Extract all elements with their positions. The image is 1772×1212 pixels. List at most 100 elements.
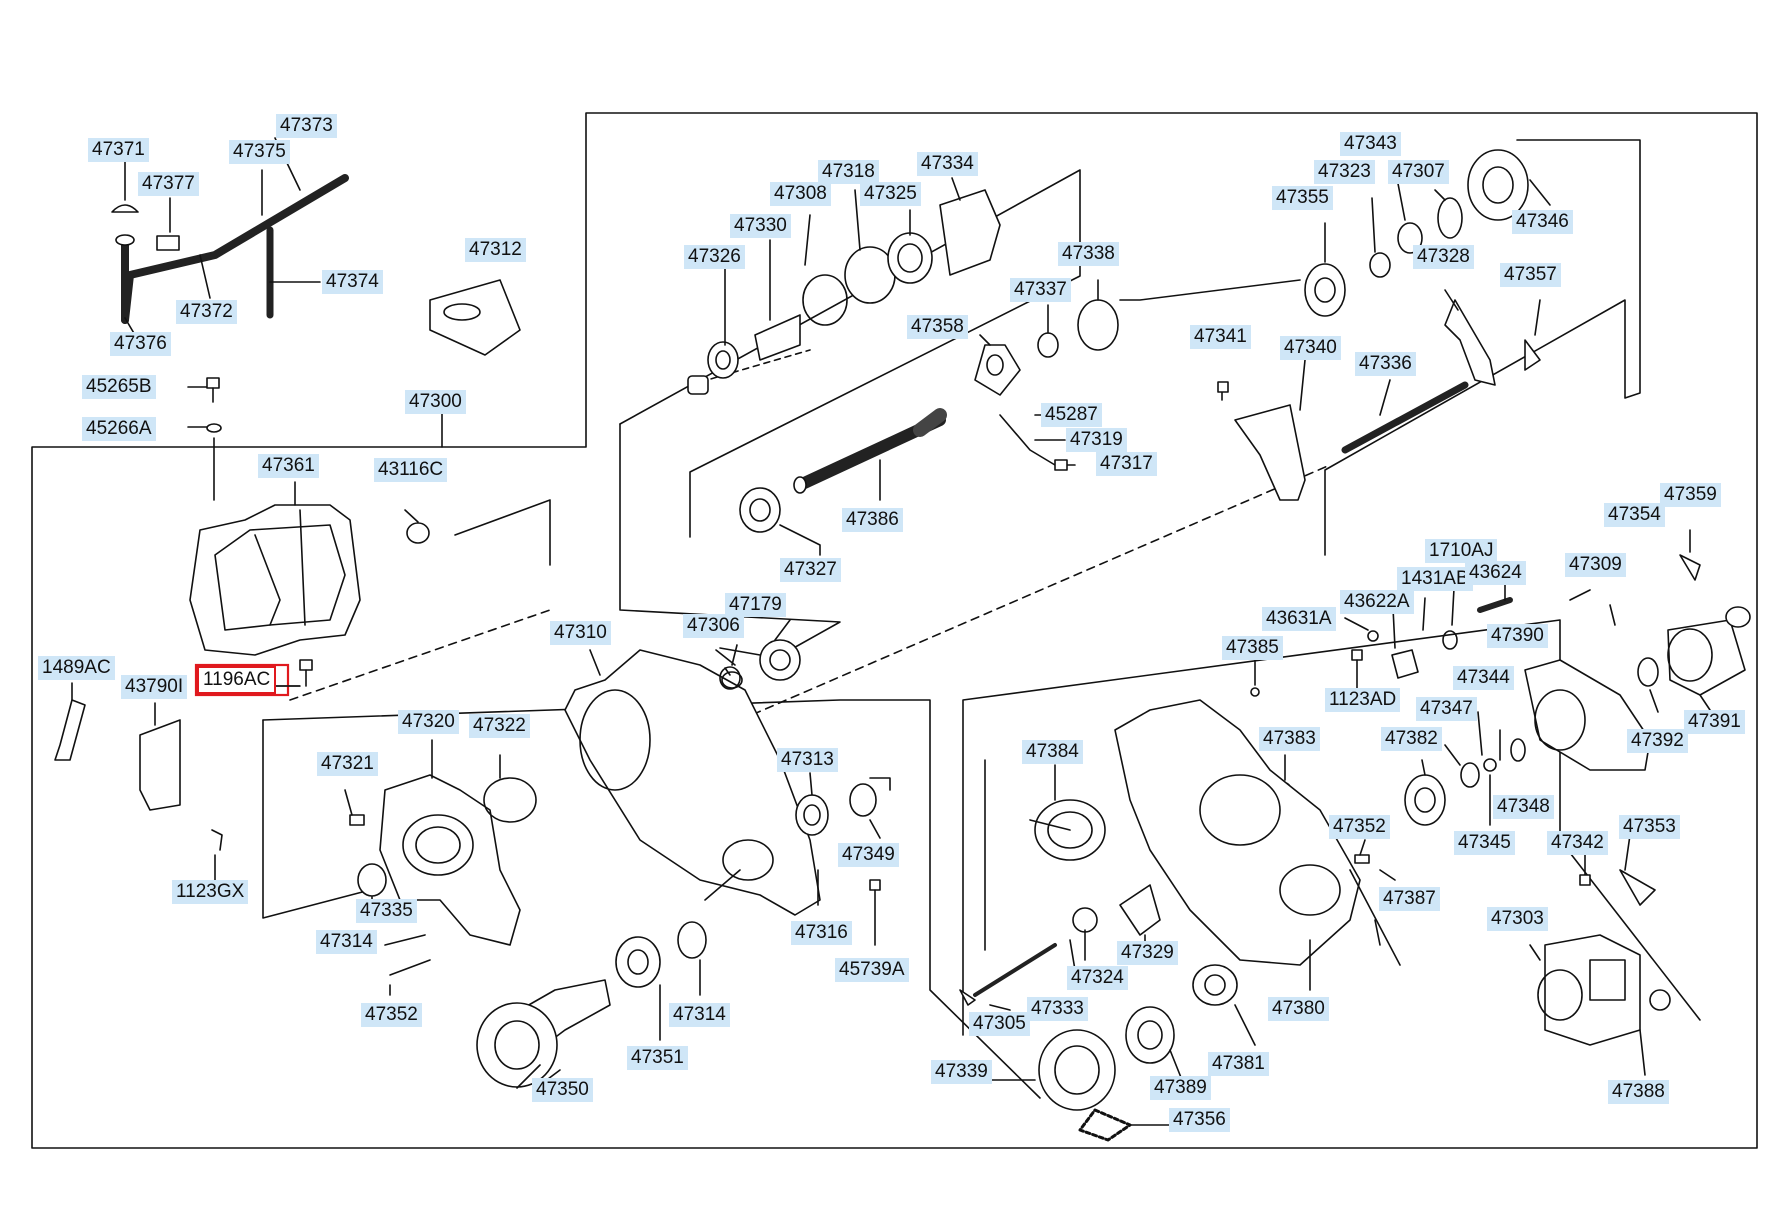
part-label-47303[interactable]: 47303 xyxy=(1487,907,1548,931)
part-label-47384[interactable]: 47384 xyxy=(1022,740,1083,764)
part-label-47344[interactable]: 47344 xyxy=(1453,666,1514,690)
part-label-47349[interactable]: 47349 xyxy=(838,843,899,867)
part-label-45287[interactable]: 45287 xyxy=(1041,403,1102,427)
part-label-47354[interactable]: 47354 xyxy=(1604,503,1665,527)
part-label-47323[interactable]: 47323 xyxy=(1314,160,1375,184)
highlight-box-1196ac xyxy=(194,663,290,697)
part-label-47320[interactable]: 47320 xyxy=(398,710,459,734)
part-label-47376[interactable]: 47376 xyxy=(110,332,171,356)
part-label-47328[interactable]: 47328 xyxy=(1413,245,1474,269)
part-label-47305[interactable]: 47305 xyxy=(969,1012,1030,1036)
part-label-1123ad[interactable]: 1123AD xyxy=(1325,688,1401,712)
part-label-43622a[interactable]: 43622A xyxy=(1340,590,1414,614)
part-label-47352-right[interactable]: 47352 xyxy=(1329,815,1390,839)
group-frame-fork xyxy=(1324,139,1641,556)
part-label-47391[interactable]: 47391 xyxy=(1684,710,1745,734)
part-label-47390[interactable]: 47390 xyxy=(1487,624,1548,648)
part-label-47341[interactable]: 47341 xyxy=(1190,325,1251,349)
part-label-47392[interactable]: 47392 xyxy=(1627,729,1688,753)
part-label-47339[interactable]: 47339 xyxy=(931,1060,992,1084)
part-label-47356[interactable]: 47356 xyxy=(1169,1108,1230,1132)
part-label-1489ac[interactable]: 1489AC xyxy=(38,656,115,680)
part-label-47314-left[interactable]: 47314 xyxy=(316,930,377,954)
part-label-47374[interactable]: 47374 xyxy=(322,270,383,294)
part-label-47351[interactable]: 47351 xyxy=(627,1046,688,1070)
part-label-47330[interactable]: 47330 xyxy=(730,214,791,238)
part-label-47342[interactable]: 47342 xyxy=(1547,831,1608,855)
part-label-1196ac[interactable]: 1196AC xyxy=(196,666,277,694)
part-label-437901[interactable]: 43790I xyxy=(121,675,188,699)
part-label-47348[interactable]: 47348 xyxy=(1493,795,1554,819)
part-label-47352-left[interactable]: 47352 xyxy=(361,1003,422,1027)
part-label-1123gx[interactable]: 1123GX xyxy=(172,880,249,904)
part-label-47326[interactable]: 47326 xyxy=(684,245,745,269)
part-label-47325[interactable]: 47325 xyxy=(860,182,921,206)
group-frame-right-3 xyxy=(1559,839,1701,1021)
part-label-47329[interactable]: 47329 xyxy=(1117,941,1178,965)
part-label-1710aj[interactable]: 1710AJ xyxy=(1425,539,1498,563)
separator-3 xyxy=(454,499,551,566)
part-label-47359[interactable]: 47359 xyxy=(1660,483,1721,507)
part-label-47319[interactable]: 47319 xyxy=(1066,428,1127,452)
part-label-1431ab[interactable]: 1431AB xyxy=(1397,567,1473,591)
part-label-47380[interactable]: 47380 xyxy=(1268,997,1329,1021)
part-label-47357[interactable]: 47357 xyxy=(1500,263,1561,287)
part-label-47387[interactable]: 47387 xyxy=(1379,887,1440,911)
part-label-47347[interactable]: 47347 xyxy=(1416,697,1477,721)
part-label-47179[interactable]: 47179 xyxy=(725,593,786,617)
part-label-47309[interactable]: 47309 xyxy=(1565,553,1626,577)
part-label-47318[interactable]: 47318 xyxy=(818,160,879,184)
part-label-47385[interactable]: 47385 xyxy=(1222,636,1283,660)
part-label-43631a[interactable]: 43631A xyxy=(1262,607,1336,631)
part-label-47388[interactable]: 47388 xyxy=(1608,1080,1669,1104)
part-label-47353[interactable]: 47353 xyxy=(1619,815,1680,839)
part-label-47389[interactable]: 47389 xyxy=(1150,1076,1211,1100)
part-label-47345[interactable]: 47345 xyxy=(1454,831,1515,855)
part-label-47313[interactable]: 47313 xyxy=(777,748,838,772)
part-label-47338[interactable]: 47338 xyxy=(1058,242,1119,266)
part-label-47333[interactable]: 47333 xyxy=(1027,997,1088,1021)
part-label-47381[interactable]: 47381 xyxy=(1208,1052,1269,1076)
part-label-47314-mid[interactable]: 47314 xyxy=(669,1003,730,1027)
part-label-47336[interactable]: 47336 xyxy=(1355,352,1416,376)
part-label-47327[interactable]: 47327 xyxy=(780,558,841,582)
part-label-47334[interactable]: 47334 xyxy=(917,152,978,176)
part-label-47306[interactable]: 47306 xyxy=(683,614,744,638)
part-label-47386[interactable]: 47386 xyxy=(842,508,903,532)
part-label-47343[interactable]: 47343 xyxy=(1340,132,1401,156)
separator-1 xyxy=(289,609,551,701)
part-label-47382[interactable]: 47382 xyxy=(1381,727,1442,751)
part-label-47346[interactable]: 47346 xyxy=(1512,210,1573,234)
part-label-47375[interactable]: 47375 xyxy=(229,140,290,164)
part-label-47316[interactable]: 47316 xyxy=(791,921,852,945)
part-label-47377[interactable]: 47377 xyxy=(138,172,199,196)
part-label-47335[interactable]: 47335 xyxy=(356,899,417,923)
part-label-47324[interactable]: 47324 xyxy=(1067,966,1128,990)
part-label-43624[interactable]: 43624 xyxy=(1465,561,1526,585)
part-label-45739a[interactable]: 45739A xyxy=(835,958,909,982)
part-label-47312[interactable]: 47312 xyxy=(465,238,526,262)
part-label-47355[interactable]: 47355 xyxy=(1272,186,1333,210)
part-label-47371[interactable]: 47371 xyxy=(88,138,149,162)
part-label-47358[interactable]: 47358 xyxy=(907,315,968,339)
part-label-47361[interactable]: 47361 xyxy=(258,454,319,478)
part-label-47310[interactable]: 47310 xyxy=(550,621,611,645)
group-frame-mid-left xyxy=(262,719,371,919)
part-label-47337[interactable]: 47337 xyxy=(1010,278,1071,302)
part-label-47308[interactable]: 47308 xyxy=(770,182,831,206)
part-label-47300[interactable]: 47300 xyxy=(405,390,466,414)
part-label-47350[interactable]: 47350 xyxy=(532,1078,593,1102)
part-label-45265b[interactable]: 45265B xyxy=(82,375,156,399)
part-label-47322[interactable]: 47322 xyxy=(469,714,530,738)
part-label-47373[interactable]: 47373 xyxy=(276,114,337,138)
part-label-45266a[interactable]: 45266A xyxy=(82,417,156,441)
part-label-47340[interactable]: 47340 xyxy=(1280,336,1341,360)
separator-2 xyxy=(739,464,1331,721)
part-label-47317[interactable]: 47317 xyxy=(1096,452,1157,476)
part-label-47372[interactable]: 47372 xyxy=(176,300,237,324)
part-label-47383[interactable]: 47383 xyxy=(1259,727,1320,751)
part-label-47307[interactable]: 47307 xyxy=(1388,160,1449,184)
part-label-43116c[interactable]: 43116C xyxy=(374,458,448,482)
part-label-47321[interactable]: 47321 xyxy=(317,752,378,776)
